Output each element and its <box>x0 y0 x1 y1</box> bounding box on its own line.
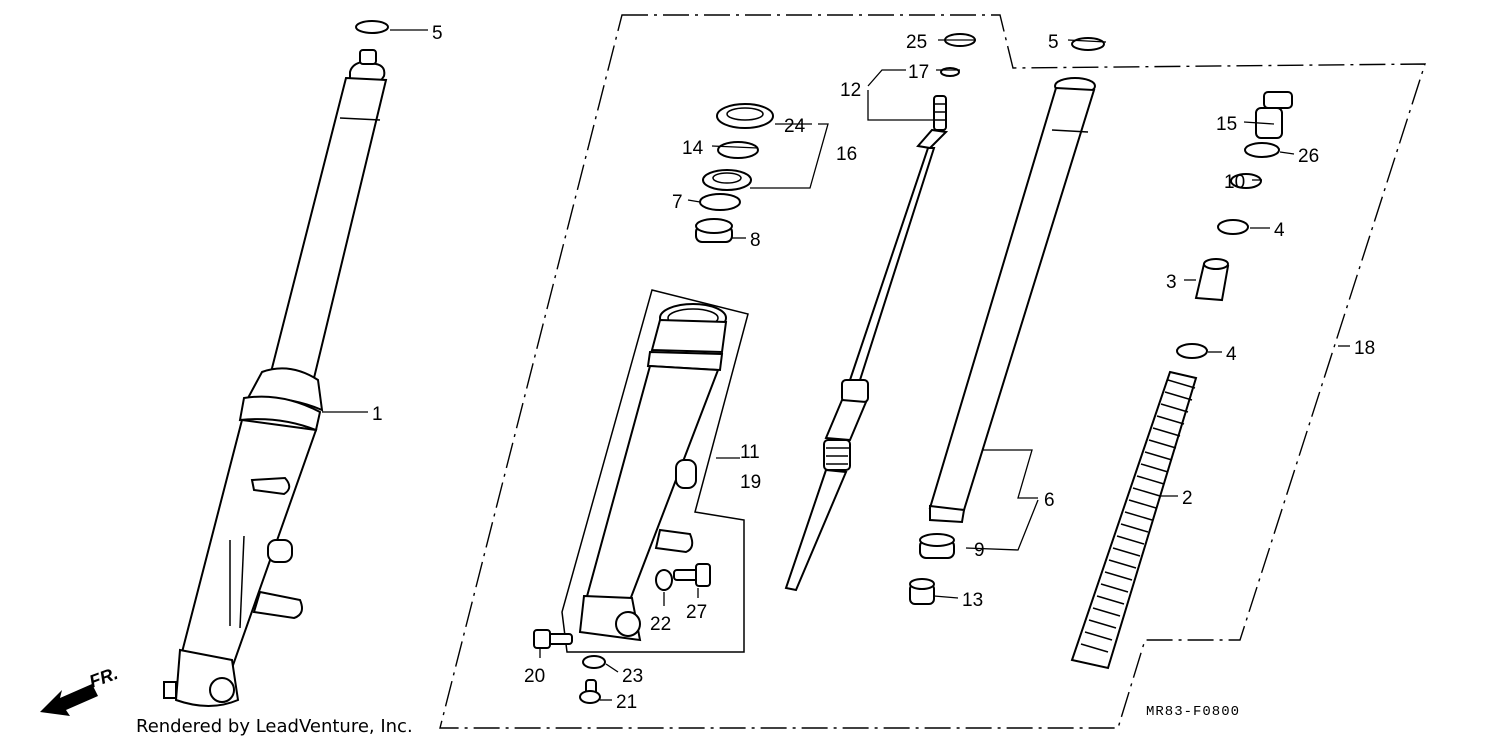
fork-bolt-15[interactable] <box>1255 91 1293 139</box>
bushing-9[interactable] <box>919 533 955 559</box>
circlip-5-right[interactable] <box>1071 37 1105 51</box>
render-credit: Rendered by LeadVenture, Inc. <box>136 716 413 737</box>
bolt-21[interactable] <box>579 679 601 704</box>
callout-labels: 5 1 5 25 17 12 24 14 16 7 8 11 19 6 9 13… <box>372 23 1375 713</box>
collar-3[interactable] <box>1194 258 1230 302</box>
callout-8: 8 <box>750 230 761 251</box>
washer-23[interactable] <box>582 655 606 669</box>
callout-6: 6 <box>1044 490 1055 511</box>
callout-18: 18 <box>1354 338 1375 359</box>
callout-21: 21 <box>616 692 637 713</box>
fork-spring-part[interactable] <box>1070 370 1198 670</box>
oil-seal-16[interactable] <box>702 169 752 191</box>
callout-7: 7 <box>672 192 683 213</box>
callout-14: 14 <box>682 138 704 159</box>
ring-17[interactable] <box>940 67 960 77</box>
callout-15: 15 <box>1216 114 1237 135</box>
dust-seal-24[interactable] <box>716 103 774 129</box>
o-ring-10[interactable] <box>1230 173 1262 189</box>
callout-13: 13 <box>962 590 983 611</box>
bushing-8[interactable] <box>695 218 733 243</box>
callout-12: 12 <box>840 80 861 101</box>
diagram-code: MR83-F0800 <box>1146 704 1240 720</box>
bolt-27[interactable] <box>673 563 711 587</box>
callout-20: 20 <box>524 666 545 687</box>
circlip-5-left[interactable] <box>355 20 389 34</box>
front-arrow-icon <box>40 684 98 716</box>
callout-10: 10 <box>1224 172 1245 193</box>
stopper-ring-14[interactable] <box>717 141 759 159</box>
callout-24: 24 <box>784 116 806 137</box>
fork-assembly-part[interactable] <box>163 49 388 707</box>
callout-2: 2 <box>1182 488 1193 509</box>
washer-22[interactable] <box>655 569 673 591</box>
fork-pipe-part[interactable] <box>928 77 1096 524</box>
washer-4-lower[interactable] <box>1176 343 1208 359</box>
callout-1: 1 <box>372 404 383 425</box>
callout-27: 27 <box>686 602 707 623</box>
front-label: FR. <box>87 663 121 692</box>
callout-16: 16 <box>836 144 857 165</box>
callout-5-right: 5 <box>1048 32 1059 53</box>
washer-4-upper[interactable] <box>1217 219 1249 235</box>
fork-slider-part[interactable] <box>578 303 728 642</box>
callout-19: 19 <box>740 472 761 493</box>
o-ring-26[interactable] <box>1244 142 1280 158</box>
callout-4-lower: 4 <box>1226 344 1237 365</box>
callout-22: 22 <box>650 614 671 635</box>
callout-5-left: 5 <box>432 23 443 44</box>
callout-26: 26 <box>1298 146 1319 167</box>
oil-lock-piece-13[interactable] <box>909 578 935 605</box>
callout-25: 25 <box>906 32 927 53</box>
damper-rod-part[interactable] <box>784 95 949 592</box>
slider-group-outline <box>561 289 749 653</box>
bolt-20[interactable] <box>533 629 573 649</box>
callout-4-upper: 4 <box>1274 220 1285 241</box>
leader-lines <box>322 29 1350 701</box>
callout-11: 11 <box>740 442 760 463</box>
washer-7[interactable] <box>699 193 741 211</box>
callout-9: 9 <box>974 540 985 561</box>
callout-3: 3 <box>1166 272 1177 293</box>
callout-23: 23 <box>622 666 643 687</box>
assembly-outline <box>439 14 1426 729</box>
callout-17: 17 <box>908 62 929 83</box>
front-direction-indicator: FR. <box>40 663 121 716</box>
